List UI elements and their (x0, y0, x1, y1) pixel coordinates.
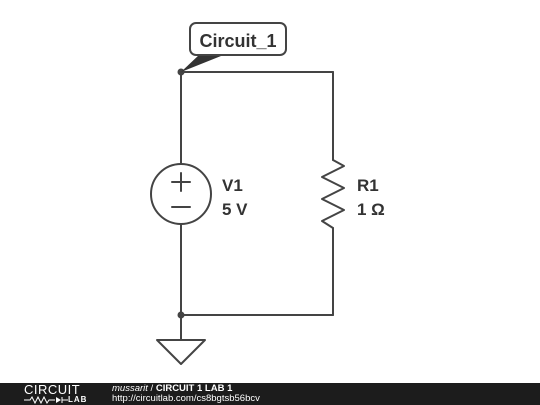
footer-bar: CIRCUIT LAB mussarit / CIRCUIT 1 LAB 1 h… (0, 383, 540, 405)
logo-text-top: CIRCUIT (24, 382, 81, 397)
ground-symbol (156, 339, 206, 365)
logo-text-bottom: LAB (68, 395, 88, 404)
circuit-meta: mussarit / CIRCUIT 1 LAB 1 http://circui… (112, 384, 260, 404)
source-value-label: 5 V (222, 200, 248, 219)
circuit-url[interactable]: http://circuitlab.com/cs8bgtsb56bcv (112, 393, 260, 404)
resistor-name-label: R1 (357, 176, 379, 195)
net-label-box (189, 22, 287, 56)
author-link[interactable]: mussarit (112, 383, 148, 394)
author-title-line: mussarit / CIRCUIT 1 LAB 1 (112, 384, 260, 394)
circuit-title[interactable]: CIRCUIT 1 LAB 1 (155, 383, 233, 394)
logo-resistor-icon (24, 396, 68, 404)
circuitlab-logo[interactable]: CIRCUIT LAB (24, 382, 104, 404)
voltage-source-symbol (150, 163, 212, 225)
resistor-symbol (321, 159, 345, 229)
circuit-schematic: Circuit_1 V1 5 V R1 1 Ω (150, 22, 385, 365)
net-label: Circuit_1 (199, 31, 276, 51)
net-label-pointer (181, 54, 226, 72)
resistor-value-label: 1 Ω (357, 200, 385, 219)
meta-separator: / (147, 383, 156, 394)
node-dot-bottom (177, 311, 185, 319)
source-name-label: V1 (222, 176, 243, 195)
